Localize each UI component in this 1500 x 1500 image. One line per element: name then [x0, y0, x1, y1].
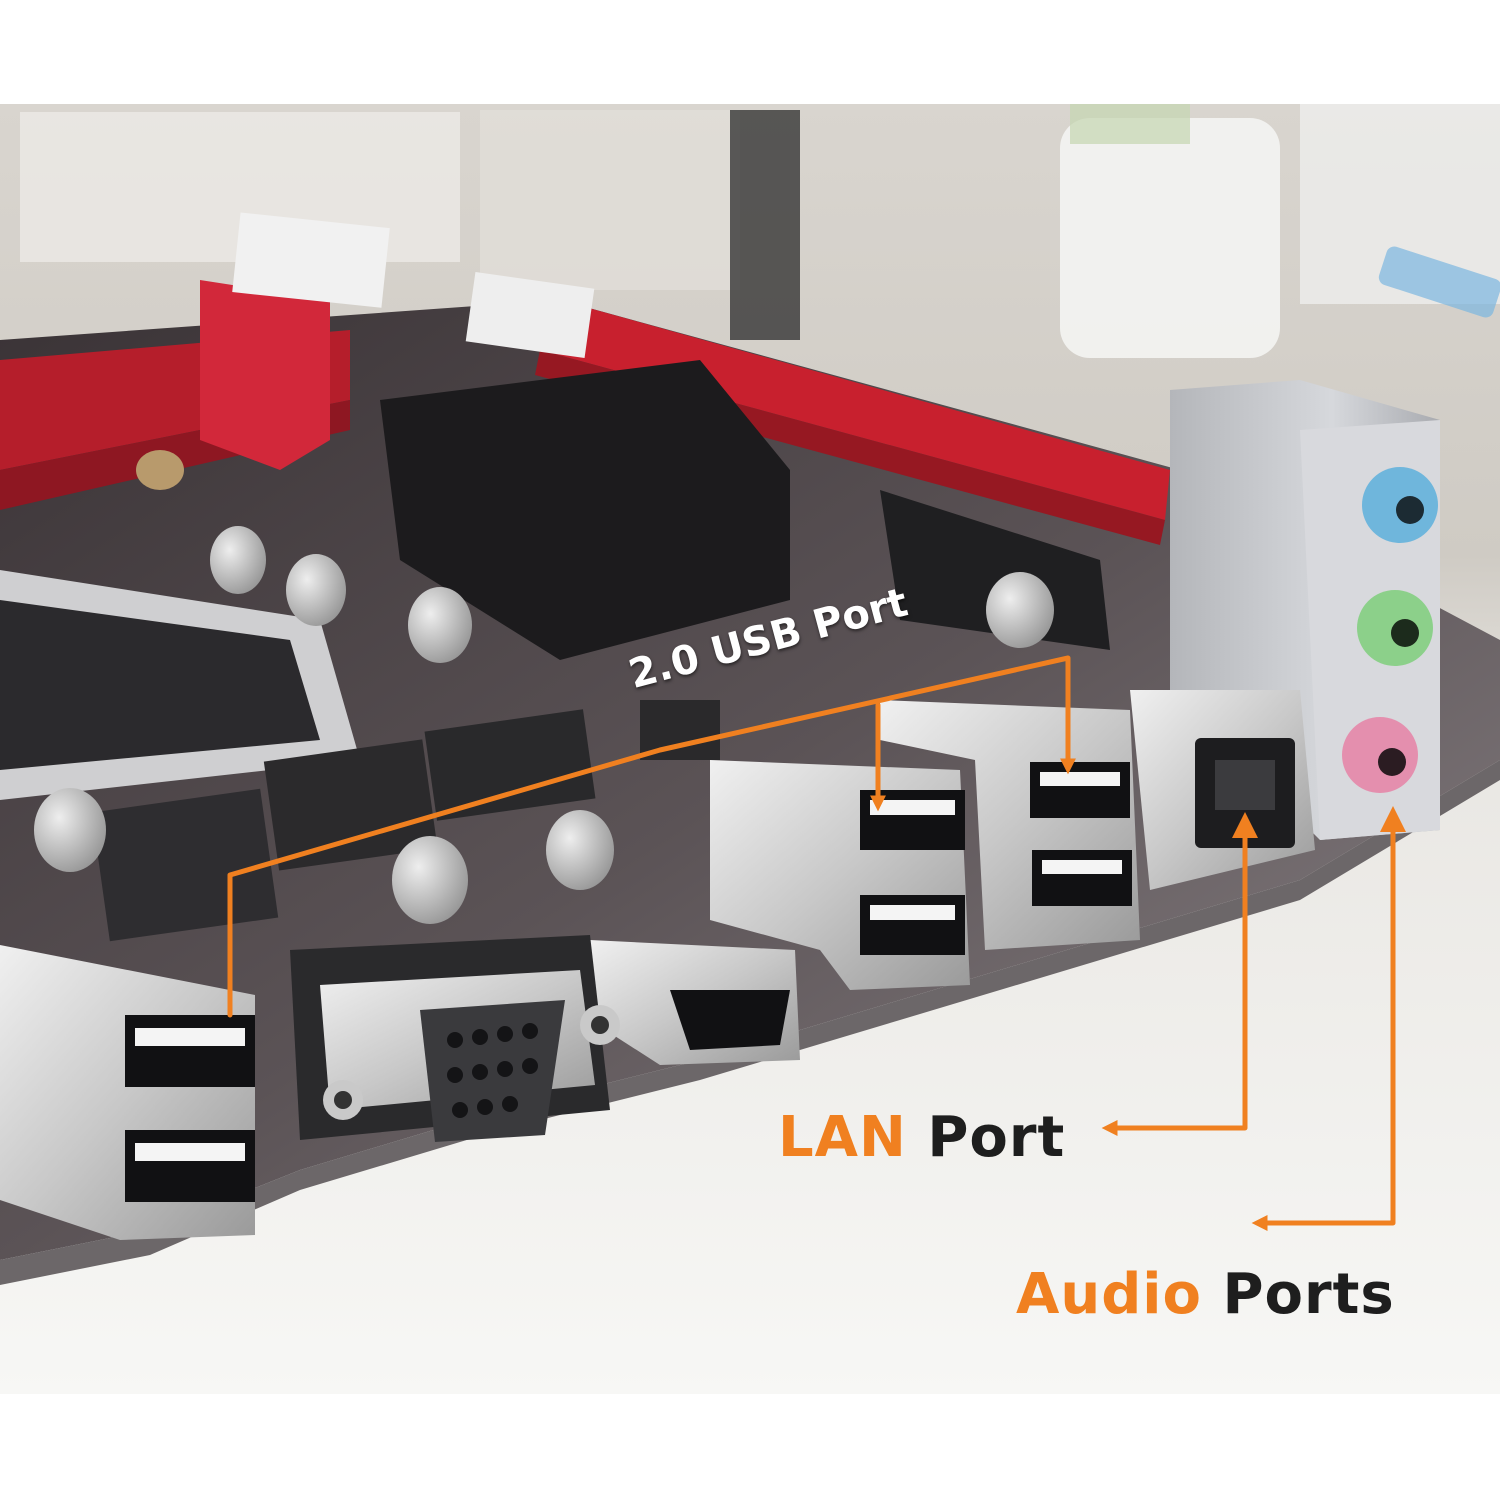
lan-port-callout: LAN Port	[778, 1105, 1065, 1170]
lan-rest-word: Port	[906, 1105, 1066, 1170]
audio-accent-word: Audio	[1016, 1262, 1202, 1327]
audio-rest-word: Ports	[1201, 1262, 1395, 1327]
lan-accent-word: LAN	[778, 1105, 907, 1170]
audio-ports-callout: Audio Ports	[1016, 1262, 1395, 1327]
